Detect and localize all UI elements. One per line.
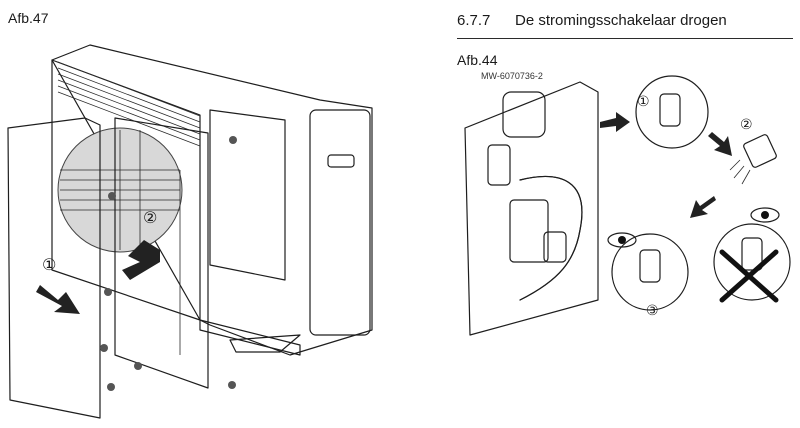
detail-circle-step3 xyxy=(611,233,689,311)
arrow-icon-down-right xyxy=(708,132,732,156)
heading-rule xyxy=(457,38,793,39)
eye-icon xyxy=(750,207,780,223)
section-number: 6.7.7 xyxy=(457,12,491,29)
figure-label-afb47: Afb.47 xyxy=(8,10,49,26)
afb44-illustration xyxy=(464,81,599,336)
detail-step-1-marker: ① xyxy=(637,93,650,109)
step-2-marker: ② xyxy=(143,210,158,227)
heat-pump-housing xyxy=(51,44,373,356)
detail-circle-wrong xyxy=(713,223,791,301)
arrow-icon-step1 xyxy=(36,285,80,314)
screw-icons xyxy=(100,136,237,391)
eye-icon xyxy=(607,232,637,248)
dryer-icon xyxy=(743,134,777,168)
figure-code: MW-6070736-2 xyxy=(481,71,543,81)
arrow-icon-right xyxy=(600,112,630,132)
figure-label-afb44: Afb.44 xyxy=(457,52,498,68)
side-panel-2 xyxy=(114,117,209,389)
arrow-icon-step2 xyxy=(122,240,160,280)
step-1-marker: ① xyxy=(42,257,57,274)
detail-step-3-marker: ③ xyxy=(646,302,659,318)
side-panel-1 xyxy=(7,117,101,419)
section-title: De stromingsschakelaar drogen xyxy=(515,12,727,29)
arrow-icon-down-left xyxy=(690,196,716,218)
detail-circle-step1 xyxy=(635,75,709,149)
cross-icon xyxy=(719,249,779,303)
detail-step-2-marker: ② xyxy=(740,116,753,132)
